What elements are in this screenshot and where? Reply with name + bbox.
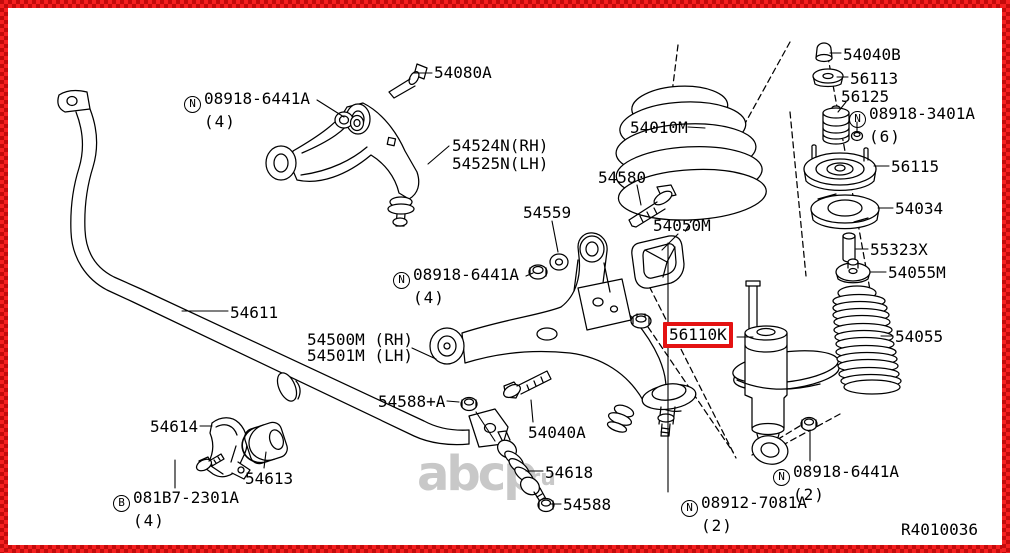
part-label-54525n[interactable]: 54525N(LH) <box>452 154 549 173</box>
part-label-54040a[interactable]: 54040A <box>528 423 586 442</box>
red-frame-border-right <box>1002 0 1010 553</box>
drawing-number: R4010036 <box>901 520 979 539</box>
quantity-note: (6) <box>869 127 901 146</box>
red-frame-border-top <box>0 0 1010 8</box>
part-label-54618[interactable]: 54618 <box>545 463 594 482</box>
part-label-54010m[interactable]: 54010M <box>630 118 688 137</box>
part-bushing-54613 <box>241 421 288 465</box>
circled-letter-n: N <box>681 500 698 517</box>
part-label-54500m[interactable]: 54500M (RH) <box>307 330 413 349</box>
part-screw-081b7 <box>195 453 225 472</box>
circled-letter-n: N <box>184 96 201 113</box>
part-coil-spring-54010m <box>615 85 767 221</box>
part-label-56113[interactable]: 56113 <box>850 69 899 88</box>
part-label-54080a[interactable]: 54080A <box>434 63 492 82</box>
part-bushing-nut-upper <box>334 111 365 132</box>
part-label-56110k-highlighted[interactable]: 56110K <box>663 322 733 348</box>
part-label-54611[interactable]: 54611 <box>230 303 279 322</box>
part-stabilizer-bar <box>57 89 509 448</box>
quantity-note: (2) <box>793 485 825 504</box>
part-shock-absorber-56110k <box>732 280 840 465</box>
red-frame-border-left <box>0 0 8 553</box>
part-label-54614[interactable]: 54614 <box>150 417 199 436</box>
part-label-54040b[interactable]: 54040B <box>843 45 901 64</box>
quantity-note: (4) <box>413 288 445 307</box>
part-label-54559[interactable]: 54559 <box>523 203 572 222</box>
quantity-note: (2) <box>701 516 733 535</box>
part-label-54055[interactable]: 54055 <box>895 327 944 346</box>
red-frame-border-bottom <box>0 545 1010 553</box>
part-bolt-54040a <box>503 370 552 399</box>
quantity-note: (4) <box>204 112 236 131</box>
part-label-54050m[interactable]: 54050M <box>653 216 711 235</box>
quantity-note: (4) <box>133 511 165 530</box>
part-label-56125[interactable]: 56125 <box>841 87 890 106</box>
part-label-54055m[interactable]: 54055M <box>888 263 946 282</box>
part-label-54034[interactable]: 54034 <box>895 199 944 218</box>
part-label-54580[interactable]: 54580 <box>598 168 647 187</box>
part-label-54613[interactable]: 54613 <box>245 469 294 488</box>
part-label-54588[interactable]: 54588 <box>563 495 612 514</box>
part-boot-54055 <box>832 285 902 395</box>
part-bolt-54580 <box>628 184 677 228</box>
part-label-56115[interactable]: 56115 <box>891 157 940 176</box>
part-washer-54559 <box>528 253 569 280</box>
part-stabilizer-link-54618 <box>460 396 555 513</box>
part-label-54501m[interactable]: 54501M (LH) <box>307 346 413 365</box>
part-label-55323x[interactable]: 55323X <box>870 240 928 259</box>
part-label-54588a[interactable]: 54588+A <box>378 392 446 411</box>
part-label-54524n[interactable]: 54524N(RH) <box>452 136 549 155</box>
circled-letter-n: N <box>849 111 866 128</box>
circled-letter-n: N <box>393 272 410 289</box>
circled-letter-n: N <box>773 469 790 486</box>
part-bolt-54080a <box>388 63 428 99</box>
part-mount-hardware <box>803 42 880 284</box>
part-spring-seat-54050m <box>631 235 685 289</box>
circled-letter-b: B <box>113 495 130 512</box>
part-lower-control-arm <box>429 232 697 437</box>
leader-lines <box>174 52 894 505</box>
